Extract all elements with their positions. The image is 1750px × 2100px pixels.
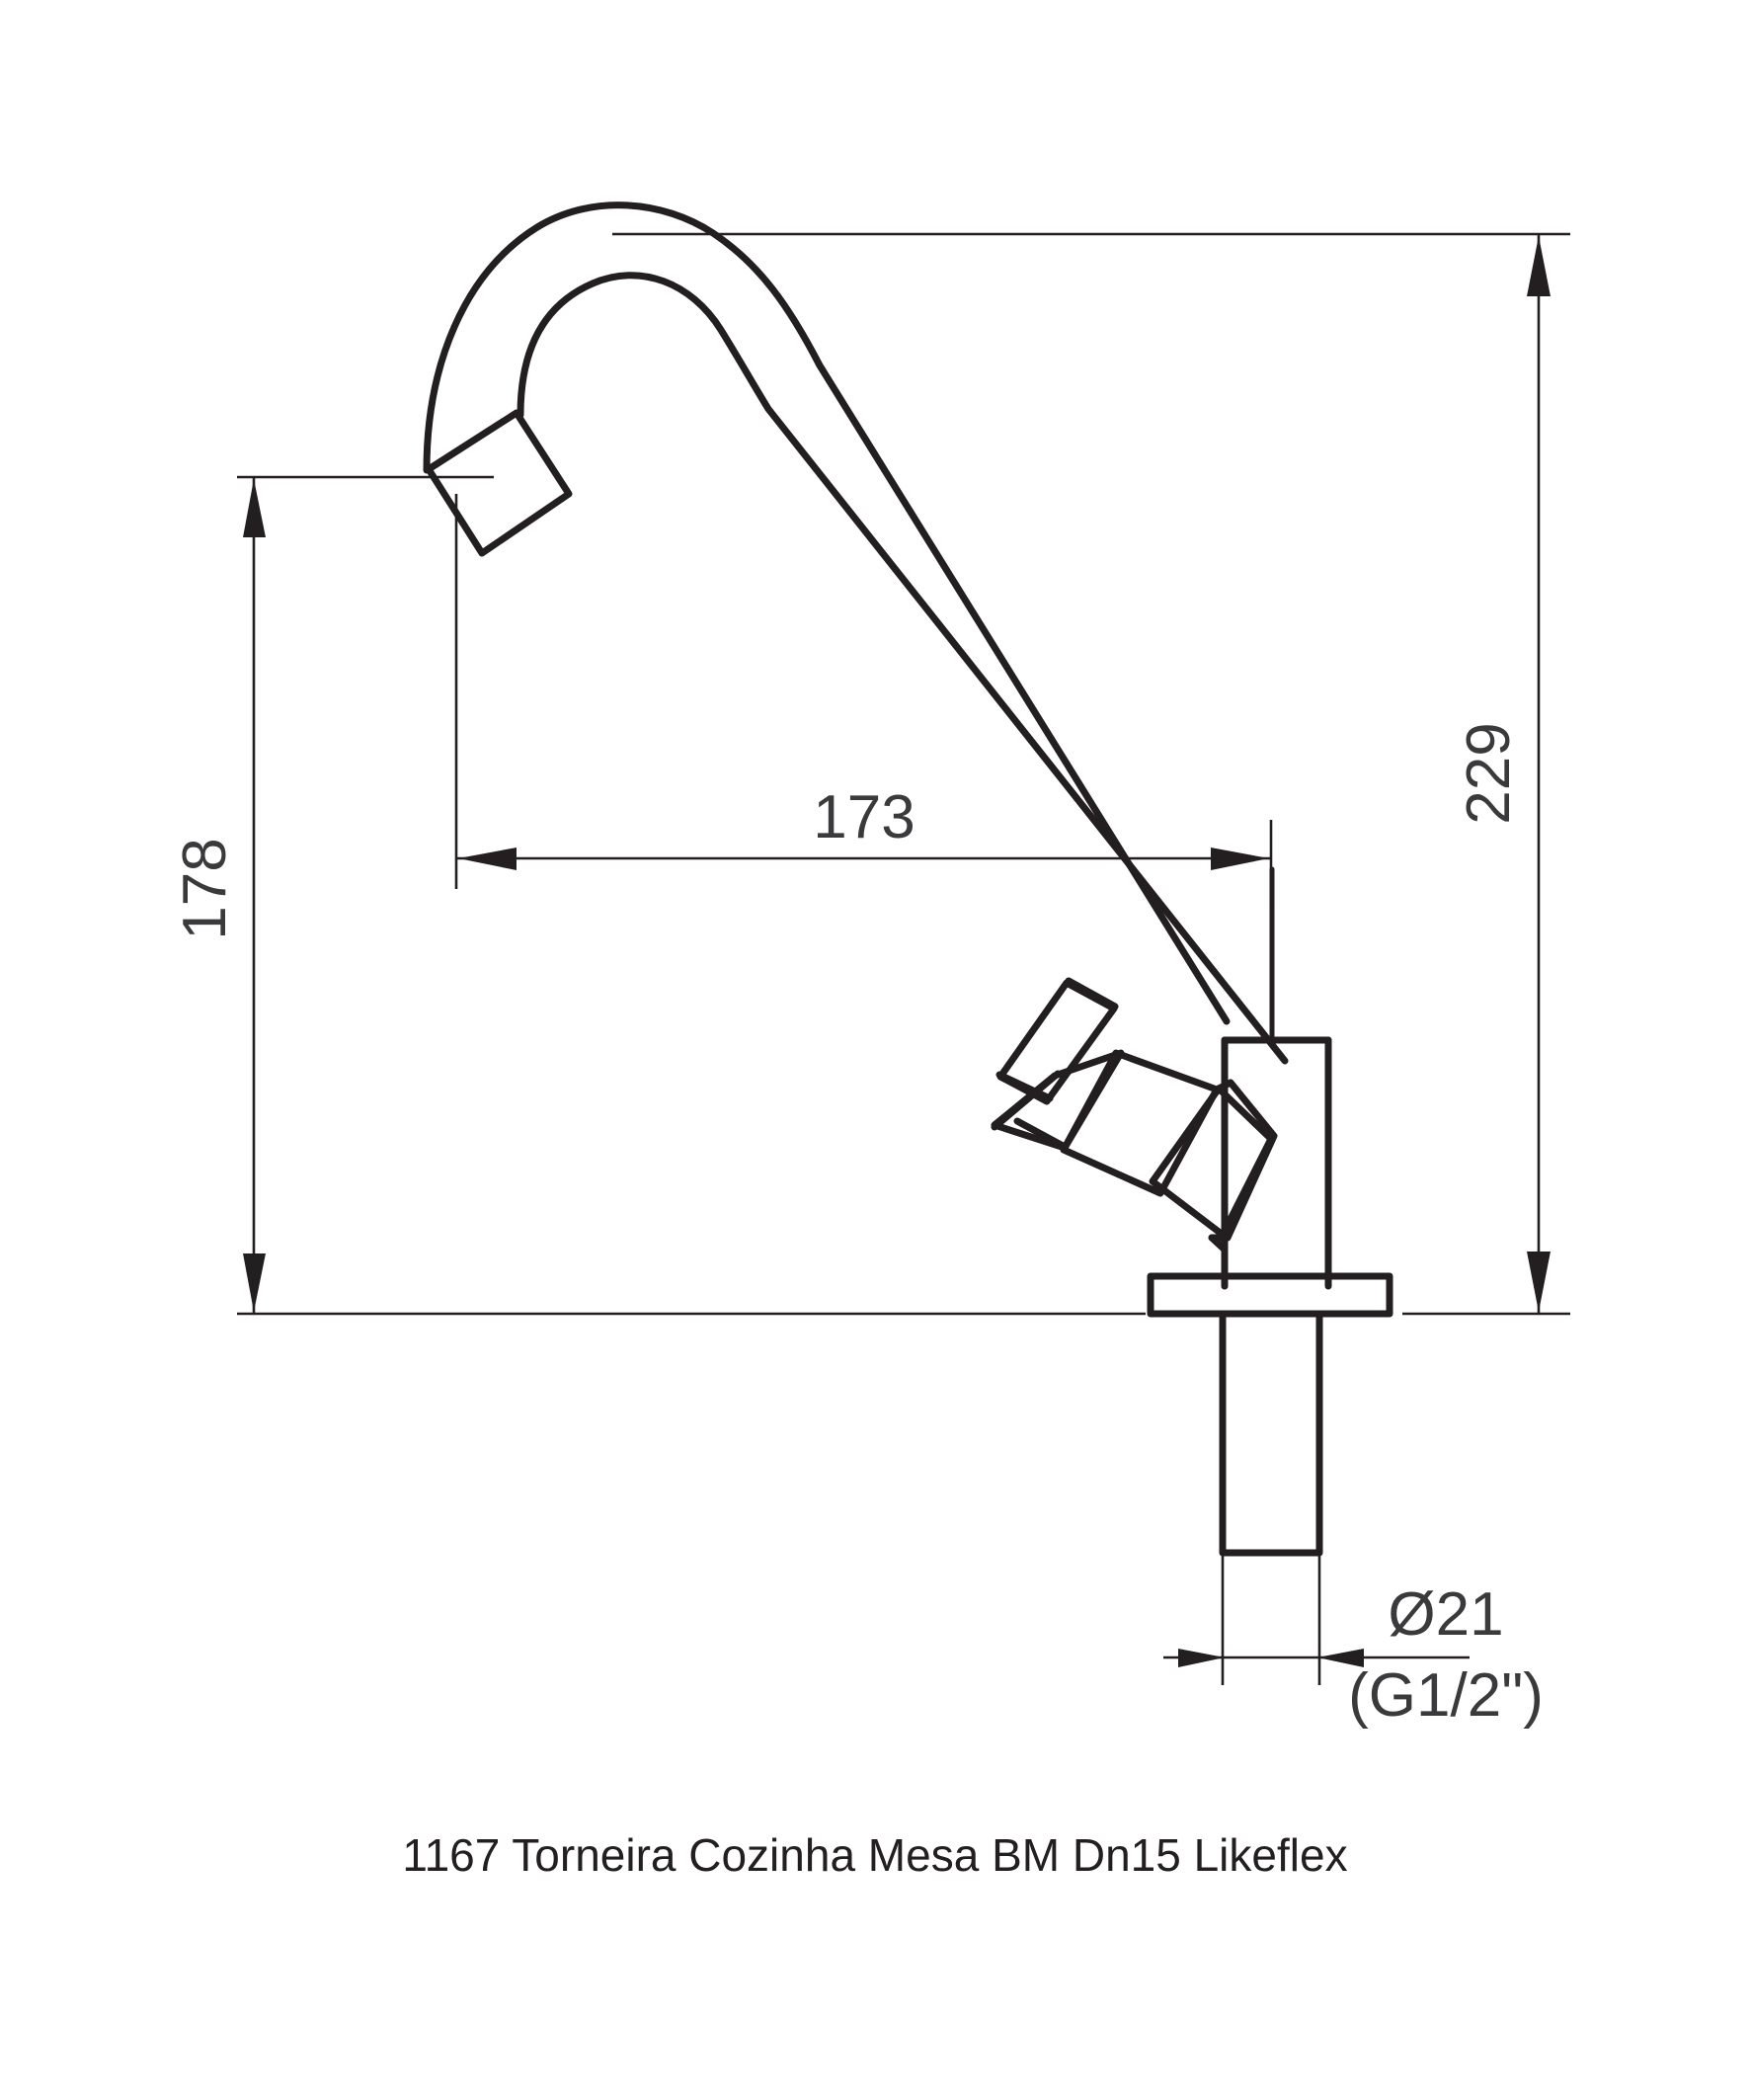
dimension-229: 229 <box>612 232 1570 1316</box>
valve-collar <box>1208 1079 1278 1242</box>
dim-229-arrow-top <box>1527 236 1551 296</box>
dim-173-arrow-left <box>458 848 517 870</box>
dim-d21-label: Ø21 <box>1388 1580 1503 1649</box>
mounting-flange <box>1147 1272 1393 1318</box>
threaded-shank <box>1219 1310 1323 1557</box>
handle-groove-2 <box>991 1070 1062 1131</box>
dim-178-label: 178 <box>171 838 239 939</box>
handle-groove-1 <box>995 1071 1054 1102</box>
dim-178-arrow-top <box>243 479 266 537</box>
dimension-diameter-21: Ø21 (G1/2") <box>1163 1580 1544 1730</box>
handle-lever-shaft <box>991 1049 1125 1152</box>
dim-229-label: 229 <box>1455 722 1523 824</box>
drawing-caption: 1167 Torneira Cozinha Mesa BM Dn15 Likef… <box>402 1829 1347 1881</box>
dim-d21-sublabel: (G1/2") <box>1348 1661 1544 1730</box>
handle-groove-3 <box>1013 1117 1069 1151</box>
spout-inner-contour <box>517 272 1289 1065</box>
faucet-part-geometry <box>423 202 1393 1685</box>
dim-173-arrow-right <box>1211 848 1269 870</box>
handle-cap-edge <box>1065 977 1119 1010</box>
dim-d21-arrow-left <box>1178 1649 1225 1667</box>
dim-229-arrow-bottom <box>1527 1252 1551 1312</box>
dim-d21-arrow-right <box>1317 1649 1364 1667</box>
dimension-178: 178 <box>171 475 1146 1316</box>
dim-178-arrow-bottom <box>243 1253 266 1312</box>
dim-173-label: 173 <box>813 783 915 851</box>
aerator-outlet <box>425 409 573 557</box>
dimension-173: 173 <box>454 494 1273 909</box>
spout-outer-contour <box>423 202 1231 1025</box>
